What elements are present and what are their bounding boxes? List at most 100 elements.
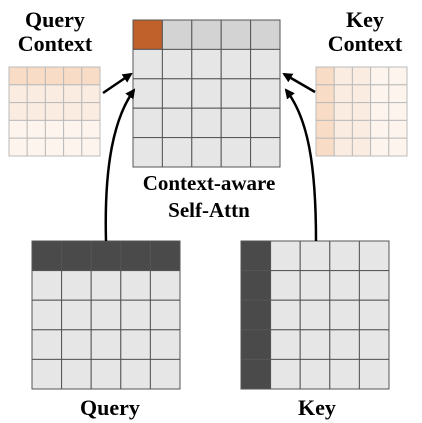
query-context-cell bbox=[63, 119, 83, 139]
key-context-cell bbox=[333, 102, 353, 121]
query-context-cell bbox=[26, 66, 46, 86]
key-context-cell bbox=[388, 66, 408, 86]
query-cell bbox=[61, 358, 92, 390]
arrow-query-to-attn bbox=[104, 88, 136, 242]
key-cell bbox=[270, 358, 301, 390]
query-cell bbox=[90, 270, 122, 301]
query-context-cell bbox=[81, 66, 101, 86]
query-cell bbox=[31, 329, 63, 360]
query-cell bbox=[149, 329, 181, 360]
query-context-cell bbox=[63, 102, 83, 121]
query-cell bbox=[61, 240, 92, 272]
key-cell bbox=[299, 240, 331, 272]
attention-cell bbox=[132, 137, 163, 168]
query-context-cell bbox=[63, 66, 83, 86]
key-context-cell bbox=[315, 66, 335, 86]
attention-cell bbox=[161, 19, 193, 50]
key-cell bbox=[270, 329, 301, 360]
key-context-cell bbox=[351, 119, 372, 139]
attention-cell bbox=[220, 107, 252, 139]
query-cell bbox=[120, 299, 151, 331]
attention-cell bbox=[132, 78, 163, 109]
query-context-cell bbox=[8, 137, 28, 157]
attention-cell bbox=[191, 19, 222, 50]
key-context-cell bbox=[351, 102, 372, 121]
query-context-cell bbox=[8, 66, 28, 86]
query-cell bbox=[90, 358, 122, 390]
key-context-cell bbox=[351, 84, 372, 104]
key-context-cell bbox=[370, 119, 390, 139]
key-cell bbox=[329, 329, 360, 360]
key-context-cell bbox=[315, 84, 335, 104]
attention-cell bbox=[161, 107, 193, 139]
key-cell bbox=[329, 358, 360, 390]
query-context-label-line2: Context bbox=[17, 31, 93, 56]
key-context-cell bbox=[351, 66, 372, 86]
query-cell bbox=[120, 358, 151, 390]
key-context-cell bbox=[370, 66, 390, 86]
key-cell bbox=[270, 299, 301, 331]
attention-cell bbox=[161, 78, 193, 109]
key-cell bbox=[270, 270, 301, 301]
query-label: Query bbox=[80, 395, 140, 420]
key-cell bbox=[358, 240, 390, 272]
attention-cell bbox=[220, 19, 252, 50]
key-context-cell bbox=[315, 137, 335, 157]
query-context-cell bbox=[8, 102, 28, 121]
key-cell bbox=[240, 329, 272, 360]
attention-label: Context-aware Self-Attn bbox=[106, 170, 312, 224]
query-cell bbox=[31, 240, 63, 272]
attention-cell bbox=[250, 19, 281, 50]
key-cell bbox=[240, 240, 272, 272]
key-context-cell bbox=[388, 102, 408, 121]
key-context-cell bbox=[315, 102, 335, 121]
key-context-cell bbox=[333, 137, 353, 157]
query-cell bbox=[31, 299, 63, 331]
query-context-cell bbox=[8, 119, 28, 139]
attention-cell bbox=[132, 19, 163, 50]
query-cell bbox=[90, 299, 122, 331]
key-context-cell bbox=[333, 119, 353, 139]
key-cell bbox=[358, 358, 390, 390]
key-context-cell bbox=[333, 84, 353, 104]
query-context-label: Query Context bbox=[6, 8, 104, 56]
query-context-cell bbox=[63, 137, 83, 157]
key-cell bbox=[358, 329, 390, 360]
query-cell bbox=[61, 270, 92, 301]
query-context-cell bbox=[26, 102, 46, 121]
key-label: Key bbox=[298, 395, 336, 420]
key-context-label: Key Context bbox=[316, 8, 414, 56]
query-context-cell bbox=[8, 84, 28, 104]
attention-cell bbox=[220, 137, 252, 168]
key-context-cell bbox=[388, 84, 408, 104]
key-context-label-line2: Context bbox=[327, 31, 403, 56]
key-cell bbox=[329, 299, 360, 331]
query-cell bbox=[149, 299, 181, 331]
query-context-cell bbox=[81, 102, 101, 121]
query-context-cell bbox=[44, 119, 65, 139]
query-cell bbox=[120, 329, 151, 360]
key-context-cell bbox=[370, 102, 390, 121]
arrows bbox=[102, 72, 318, 242]
key-cell bbox=[240, 270, 272, 301]
key-context-cell bbox=[351, 137, 372, 157]
key-cell bbox=[358, 299, 390, 331]
query-context-cell bbox=[44, 84, 65, 104]
query-cell bbox=[90, 240, 122, 272]
attention-cell bbox=[220, 78, 252, 109]
query-context-cell bbox=[44, 137, 65, 157]
key-cell bbox=[299, 299, 331, 331]
key-context-cell bbox=[315, 119, 335, 139]
key-cell bbox=[240, 299, 272, 331]
query-context-cell bbox=[26, 84, 46, 104]
key-context-label-line1: Key bbox=[346, 7, 384, 32]
attention-cell bbox=[250, 48, 281, 80]
key-cell bbox=[299, 329, 331, 360]
attention-cell bbox=[132, 107, 163, 139]
key-context-cell bbox=[370, 84, 390, 104]
attention-label-line2: Self-Attn bbox=[168, 198, 250, 222]
key-context-cell bbox=[333, 66, 353, 86]
query-context-cell bbox=[26, 119, 46, 139]
query-context-cell bbox=[63, 84, 83, 104]
